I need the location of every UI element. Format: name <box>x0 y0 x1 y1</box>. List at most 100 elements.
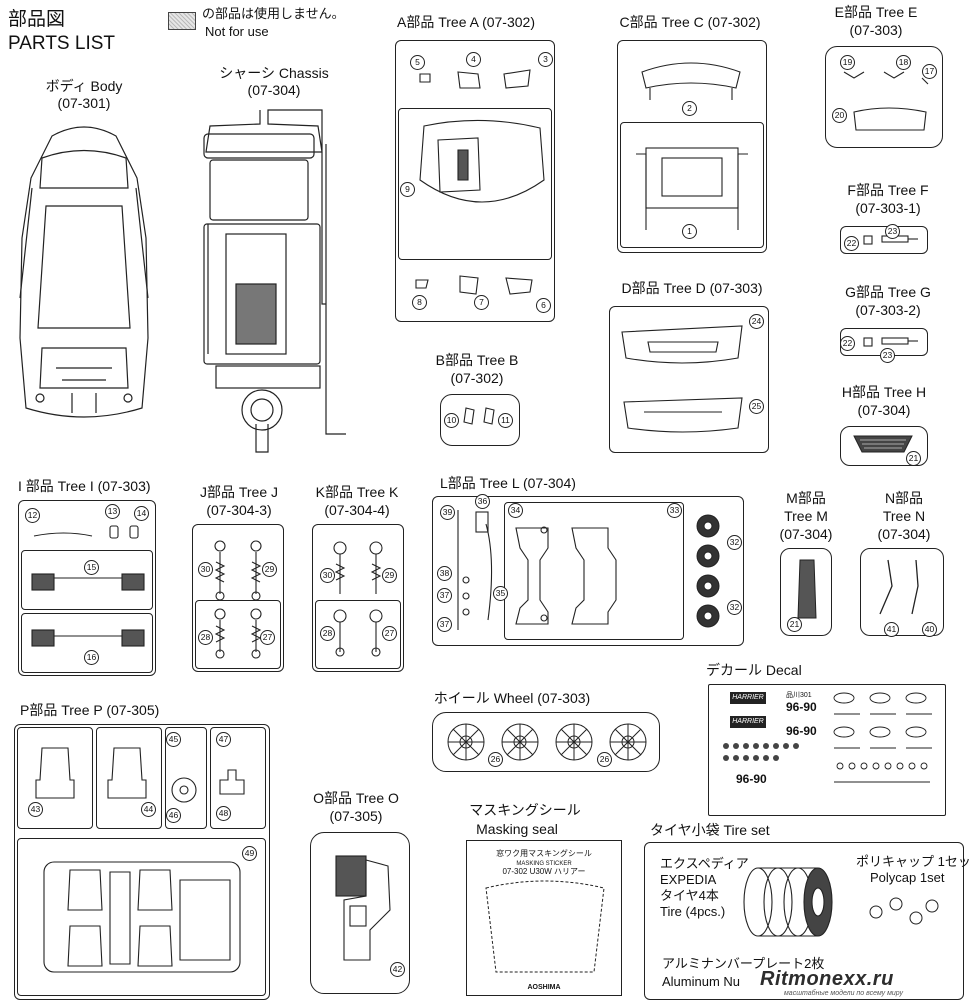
interior-tub-part <box>636 147 748 230</box>
polycap-drawing <box>869 897 939 925</box>
part-num-21h: 21 <box>906 451 921 466</box>
part-num-19: 19 <box>840 55 855 70</box>
tree-h-code: (07-304) <box>857 402 911 418</box>
tree-p-row-wheel <box>165 727 207 829</box>
tree-i-row-2 <box>21 550 153 610</box>
part-num-11: 11 <box>498 413 513 428</box>
plate-en: Aluminum Nu <box>662 974 741 989</box>
tree-n-frame <box>860 548 944 636</box>
tire-stack-drawing <box>743 867 833 937</box>
tree-m-frame <box>780 548 832 636</box>
tree-n-title2: Tree N <box>882 508 926 524</box>
decal-dots <box>723 743 799 761</box>
tree-e-title: E部品 Tree E <box>834 4 918 20</box>
tree-n-title: N部品 <box>884 490 924 506</box>
tree-b-code: (07-302) <box>450 370 504 386</box>
decal-plate-3: 96-90 <box>736 772 767 786</box>
part-num-32a: 32 <box>727 535 742 550</box>
tree-d-title: D部品 Tree D (07-303) <box>621 280 763 296</box>
tree-a-frame <box>395 40 555 322</box>
part-num-17: 17 <box>922 64 937 79</box>
tree-k-title: K部品 Tree K <box>315 484 399 500</box>
tree-g-code: (07-303-2) <box>855 302 921 318</box>
legend-en: Not for use <box>205 24 269 39</box>
tree-b-parts <box>463 407 495 425</box>
decal-emblems <box>833 692 932 783</box>
not-for-use-swatch <box>168 12 196 30</box>
part-num-14: 14 <box>134 506 149 521</box>
tire-qty-en: Tire (4pcs.) <box>660 904 726 919</box>
tree-n-code: (07-304) <box>877 526 931 542</box>
masking-logo: AOSHIMA <box>527 984 561 991</box>
decal-title: デカール Decal <box>706 662 802 678</box>
part-num-10: 10 <box>444 413 459 428</box>
part-num-35: 35 <box>493 586 508 601</box>
suspension-parts-k <box>333 541 383 657</box>
tree-l-parts <box>457 510 720 630</box>
tire-jp: エクスペディア <box>660 856 749 871</box>
tree-p-row-48 <box>210 727 266 829</box>
part-num-15: 15 <box>84 560 99 575</box>
tree-j-title: J部品 Tree J <box>199 484 279 500</box>
body-title: ボディ Body <box>45 78 123 94</box>
part-num-30j: 30 <box>198 562 213 577</box>
part-num-45: 45 <box>166 732 181 747</box>
part-num-26b: 26 <box>597 752 612 767</box>
part-num-12: 12 <box>25 508 40 523</box>
watermark-logo: Ritmonexx.ru <box>760 968 894 990</box>
part-num-22b: 22 <box>840 336 855 351</box>
part-num-32b: 32 <box>727 600 742 615</box>
hood-part <box>419 119 545 203</box>
masking-sheet-line3: 07-302 U30W ハリアー <box>502 867 586 876</box>
tree-m-title2: Tree M <box>784 508 828 524</box>
part-num-24: 24 <box>749 314 764 329</box>
wheel-frame <box>432 712 660 772</box>
tree-p-row-interior <box>17 838 266 996</box>
bumper-parts <box>621 325 743 433</box>
plate-jp: アルミナンバープレート2枚 <box>662 956 825 971</box>
part-num-21m: 21 <box>787 617 802 632</box>
tree-m-title: M部品 <box>786 490 826 506</box>
part-num-37a: 37 <box>437 588 452 603</box>
tree-p-row-seat2 <box>96 727 162 829</box>
tree-k-frame <box>312 524 404 672</box>
body-code: (07-301) <box>57 95 111 111</box>
part-num-2: 2 <box>682 101 697 116</box>
masking-sheet <box>466 840 622 996</box>
tree-f-code: (07-303-1) <box>855 200 921 216</box>
decal-harrier-2: HARRIER <box>730 716 766 728</box>
tree-l-center-row <box>504 502 684 640</box>
part-num-8: 8 <box>412 295 427 310</box>
tree-e-code: (07-303) <box>849 22 903 38</box>
part-num-23a: 23 <box>885 224 900 239</box>
tree-h-frame <box>840 426 928 466</box>
page-title-en: PARTS LIST <box>8 33 115 54</box>
polycap-jp: ポリキャップ 1セット <box>856 854 974 869</box>
part-num-39: 39 <box>440 505 455 520</box>
tree-j-frame <box>192 524 284 672</box>
wiper-parts <box>879 559 919 615</box>
tree-a-hood-row <box>398 108 552 260</box>
tree-o-title: O部品 Tree O <box>313 790 399 806</box>
part-num-43: 43 <box>28 802 43 817</box>
part-num-30k: 30 <box>320 568 335 583</box>
wheel-parts <box>447 723 647 761</box>
tree-l-title: L部品 Tree L (07-304) <box>440 475 576 491</box>
part-num-3: 3 <box>538 52 553 67</box>
part-num-29k: 29 <box>382 568 397 583</box>
part-num-47: 47 <box>216 732 231 747</box>
suspension-parts-j <box>214 540 262 659</box>
chassis-drawing <box>203 109 346 453</box>
part-num-20: 20 <box>832 108 847 123</box>
tire-qty-jp: タイヤ4本 <box>660 888 719 903</box>
tree-d-frame <box>609 306 769 453</box>
tree-i-row-3 <box>21 613 153 673</box>
tree-f-title: F部品 Tree F <box>847 182 929 198</box>
part-num-28k: 28 <box>320 626 335 641</box>
tree-k-code: (07-304-4) <box>324 502 390 518</box>
tree-e-parts <box>843 71 929 131</box>
rear-spoiler-part <box>641 62 741 100</box>
part-num-36: 36 <box>475 494 490 509</box>
tree-p-row-seat1 <box>17 727 93 829</box>
part-num-28j: 28 <box>198 630 213 645</box>
